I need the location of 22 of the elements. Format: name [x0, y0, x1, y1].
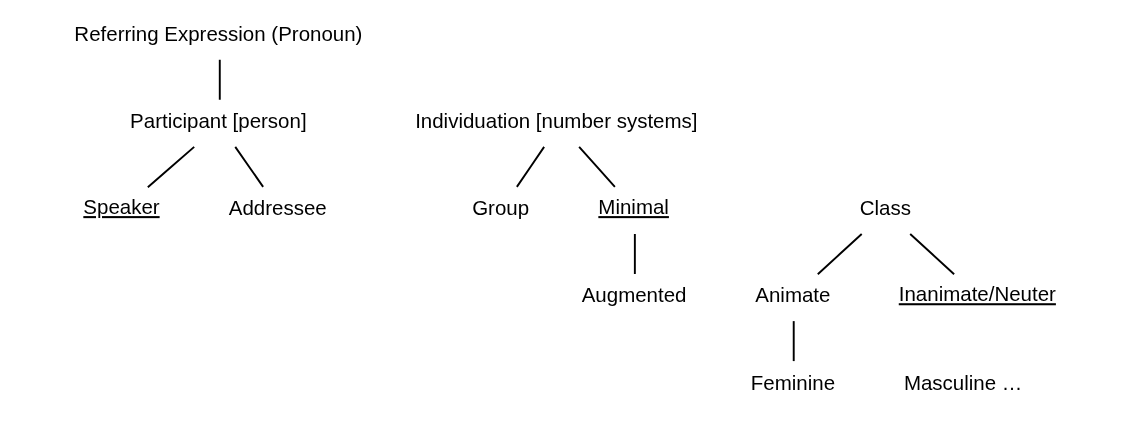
connector: [146, 145, 195, 189]
node-text: Speaker: [82, 195, 160, 219]
node-text: Masculine …: [903, 370, 1022, 394]
node-text: Participant [person]: [129, 109, 307, 133]
node-text: Feminine: [750, 370, 835, 394]
connector: [515, 145, 545, 188]
connector: [816, 233, 863, 276]
connector: [633, 233, 636, 275]
node-text: Augmented: [581, 283, 686, 307]
connector: [908, 233, 955, 276]
node-text: Class: [859, 196, 911, 220]
connector: [792, 320, 795, 363]
node-text: Referring Expression (Pronoun): [73, 22, 362, 46]
connector: [218, 58, 221, 101]
node-text: Group: [471, 196, 529, 220]
node-text: Animate: [754, 283, 830, 307]
node-text: Individuation [number systems]: [414, 109, 698, 133]
node-text: Minimal: [597, 195, 669, 219]
node-text: Inanimate/Neuter: [898, 282, 1056, 306]
connector: [233, 145, 264, 188]
connector: [577, 145, 616, 188]
node-text: Addressee: [228, 196, 327, 220]
